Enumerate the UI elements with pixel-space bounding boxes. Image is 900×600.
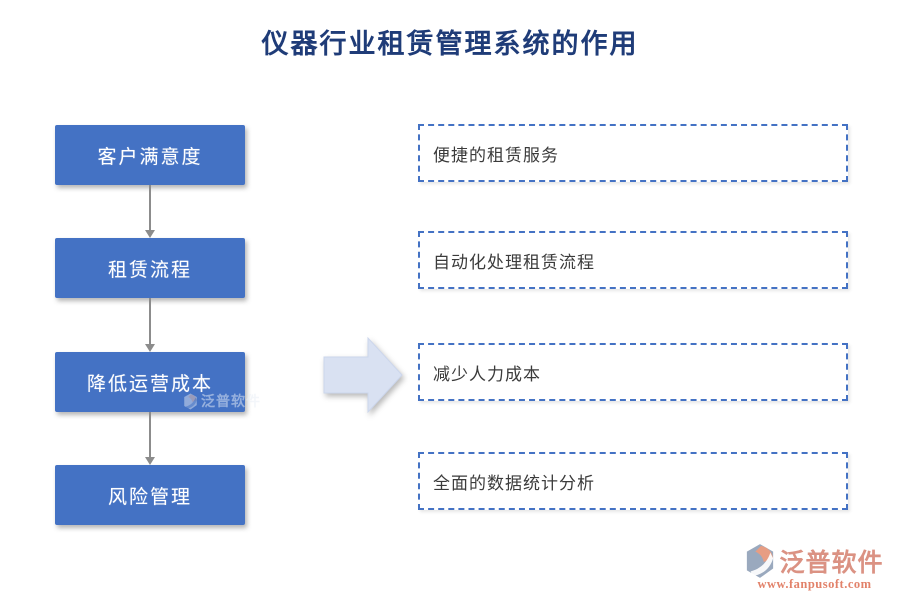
benefit-box-less-labor-cost: 减少人力成本	[418, 343, 848, 401]
step-label: 风险管理	[107, 486, 192, 508]
brand-website: www.fanpusoft.com	[757, 577, 872, 591]
benefit-label: 全面的数据统计分析	[433, 473, 595, 493]
arrowhead-icon	[145, 344, 155, 352]
right-arrow-icon	[323, 336, 403, 414]
brand-logo: 泛普软件 www.fanpusoft.com	[737, 543, 892, 592]
connector-line	[149, 412, 151, 458]
step-label: 降低运营成本	[86, 373, 213, 395]
benefit-label: 自动化处理租赁流程	[433, 252, 595, 272]
benefit-label: 便捷的租赁服务	[433, 145, 559, 165]
arrowhead-icon	[145, 230, 155, 238]
benefit-box-automated-process: 自动化处理租赁流程	[418, 231, 848, 289]
benefit-box-data-analysis: 全面的数据统计分析	[418, 452, 848, 510]
step-box-customer-satisfaction: 客户满意度	[55, 125, 245, 185]
step-box-risk-management: 风险管理	[55, 465, 245, 525]
arrowhead-icon	[145, 457, 155, 465]
connector-line	[149, 185, 151, 231]
benefit-label: 减少人力成本	[433, 364, 541, 384]
step-label: 租赁流程	[107, 259, 192, 281]
brand-row: 泛普软件	[737, 543, 892, 579]
step-box-reduce-operating-cost: 降低运营成本	[55, 352, 245, 412]
page-title: 仪器行业租赁管理系统的作用	[261, 29, 639, 59]
step-box-rental-process: 租赁流程	[55, 238, 245, 298]
benefit-box-convenient-service: 便捷的租赁服务	[418, 124, 848, 182]
fanpu-logo-icon	[747, 544, 774, 578]
brand-name: 泛普软件	[779, 550, 884, 577]
step-label: 客户满意度	[97, 146, 203, 168]
connector-line	[149, 298, 151, 345]
